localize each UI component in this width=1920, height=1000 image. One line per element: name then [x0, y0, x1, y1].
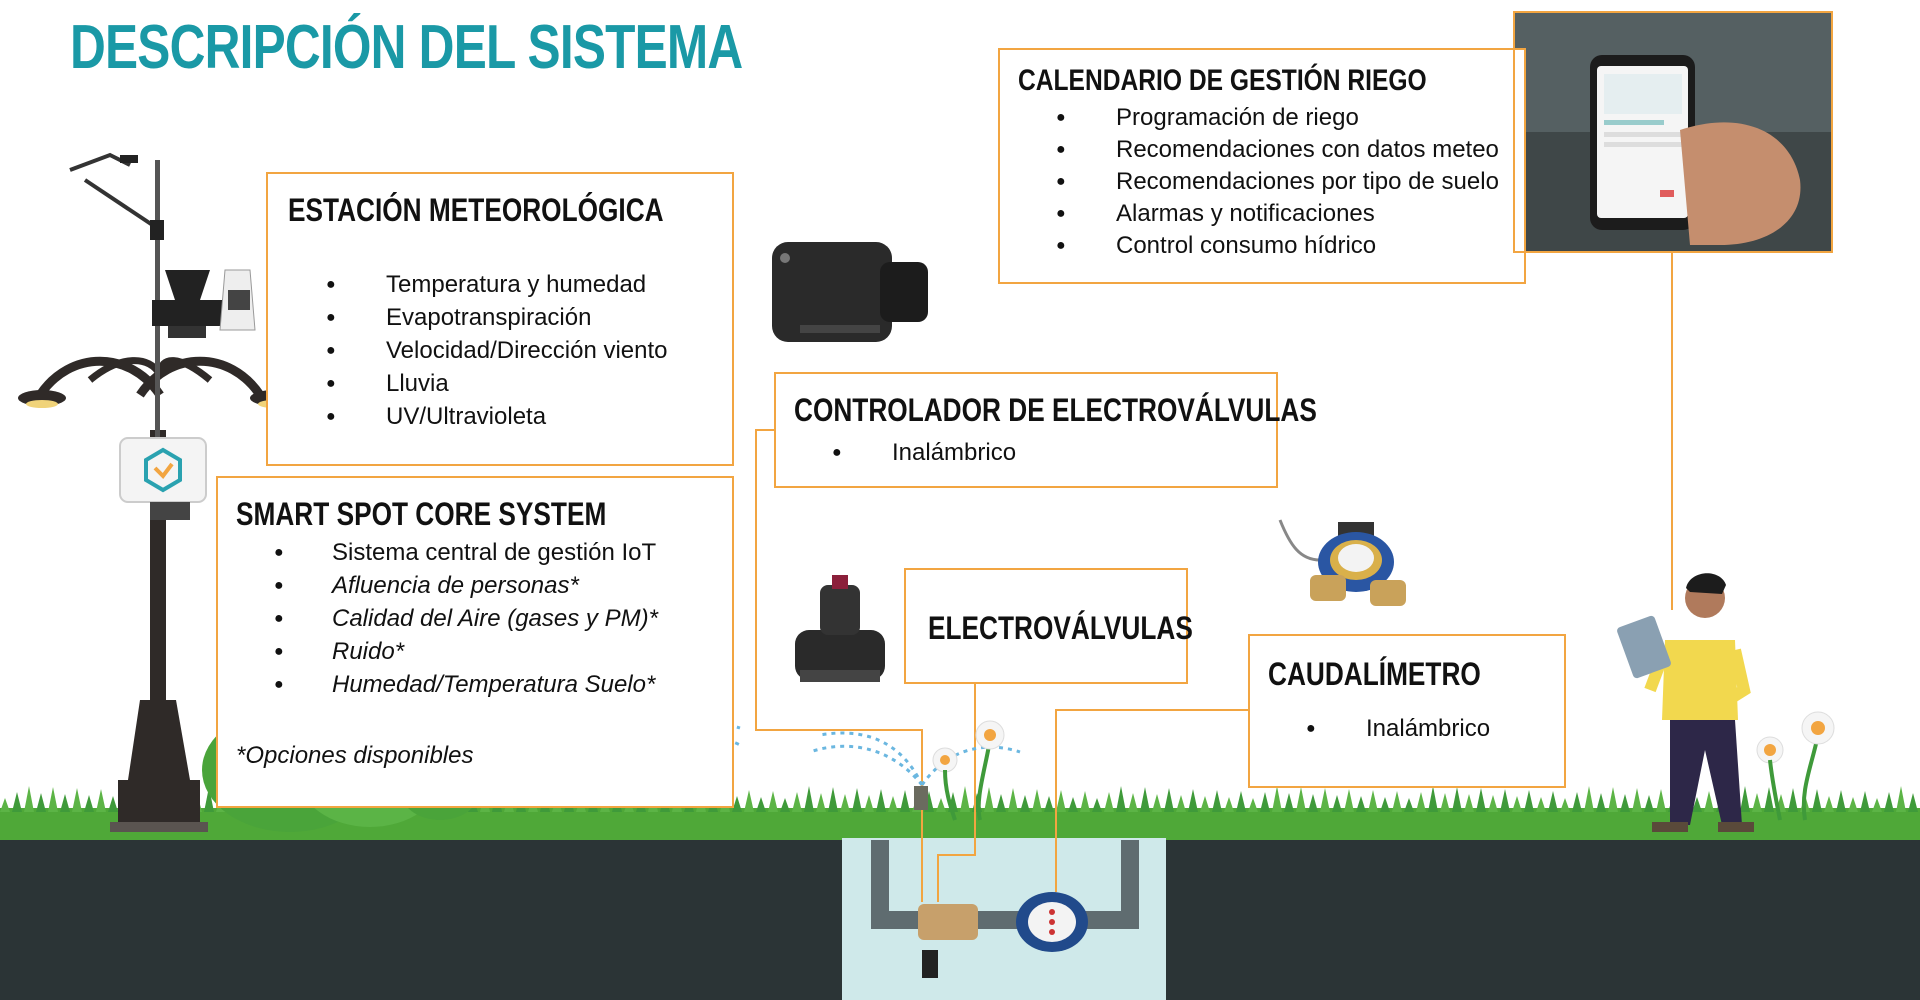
- list-item: Temperatura y humedad: [326, 268, 668, 301]
- smart-spot-list: Sistema central de gestión IoT Afluencia…: [274, 536, 658, 701]
- list-item: Programación de riego: [1056, 102, 1499, 134]
- calendar-list: Programación de riego Recomendaciones co…: [1056, 102, 1499, 262]
- list-item: Lluvia: [326, 367, 668, 400]
- list-item: Recomendaciones por tipo de suelo: [1056, 166, 1499, 198]
- water-meter-icon: [1278, 519, 1406, 606]
- weather-station-title: ESTACIÓN METEOROLÓGICA: [288, 192, 664, 228]
- flowmeter-list: Inalámbrico: [1306, 712, 1490, 745]
- buried-valve-icon: [918, 904, 978, 940]
- valve-chamber: [842, 838, 1166, 1000]
- valves-title: ELECTROVÁLVULAS: [928, 610, 1193, 646]
- page-title: DESCRIPCIÓN DEL SISTEMA: [70, 13, 743, 82]
- list-item: UV/Ultravioleta: [326, 400, 668, 433]
- list-item: Control consumo hídrico: [1056, 230, 1499, 262]
- list-item: Afluencia de personas*: [274, 569, 658, 602]
- controller-card: CONTROLADOR DE ELECTROVÁLVULAS Inalámbri…: [774, 372, 1317, 488]
- flowmeter-card: CAUDALÍMETRO Inalámbrico: [1248, 634, 1566, 788]
- weather-station-list: Temperatura y humedad Evapotranspiración…: [326, 268, 668, 433]
- calendar-card: CALENDARIO DE GESTIÓN RIEGO Programación…: [998, 48, 1526, 284]
- list-item: Humedad/Temperatura Suelo*: [274, 668, 658, 701]
- controller-device-icon: [772, 242, 928, 342]
- list-item: Ruido*: [274, 635, 658, 668]
- calendar-title: CALENDARIO DE GESTIÓN RIEGO: [1018, 64, 1427, 97]
- list-item: Alarmas y notificaciones: [1056, 198, 1499, 230]
- smart-spot-card: SMART SPOT CORE SYSTEM Sistema central d…: [216, 476, 734, 808]
- controller-list: Inalámbrico: [832, 436, 1016, 469]
- person-with-tablet-icon: [1617, 573, 1754, 832]
- electrovalve-icon: [795, 575, 885, 682]
- valves-card: ELECTROVÁLVULAS: [904, 568, 1193, 684]
- list-item: Evapotranspiración: [326, 301, 668, 334]
- smart-spot-footnote: *Opciones disponibles: [236, 742, 474, 769]
- weather-station-icon: [69, 152, 256, 440]
- list-item: Velocidad/Dirección viento: [326, 334, 668, 367]
- list-item: Recomendaciones con datos meteo: [1056, 134, 1499, 166]
- smart-spot-logo-icon: [119, 437, 207, 520]
- flower-icon: [932, 711, 1835, 821]
- list-item: Calidad del Aire (gases y PM)*: [274, 602, 658, 635]
- list-item: Inalámbrico: [1306, 712, 1490, 745]
- list-item: Sistema central de gestión IoT: [274, 536, 658, 569]
- weather-station-card: ESTACIÓN METEOROLÓGICA Temperatura y hum…: [266, 172, 734, 466]
- smartphone-photo-frame: [1513, 11, 1833, 253]
- controller-title: CONTROLADOR DE ELECTROVÁLVULAS: [794, 392, 1317, 428]
- smartphone-icon: [1514, 12, 1832, 252]
- flowmeter-title: CAUDALÍMETRO: [1268, 656, 1481, 692]
- list-item: Inalámbrico: [832, 436, 1016, 469]
- smart-spot-title: SMART SPOT CORE SYSTEM: [236, 496, 607, 532]
